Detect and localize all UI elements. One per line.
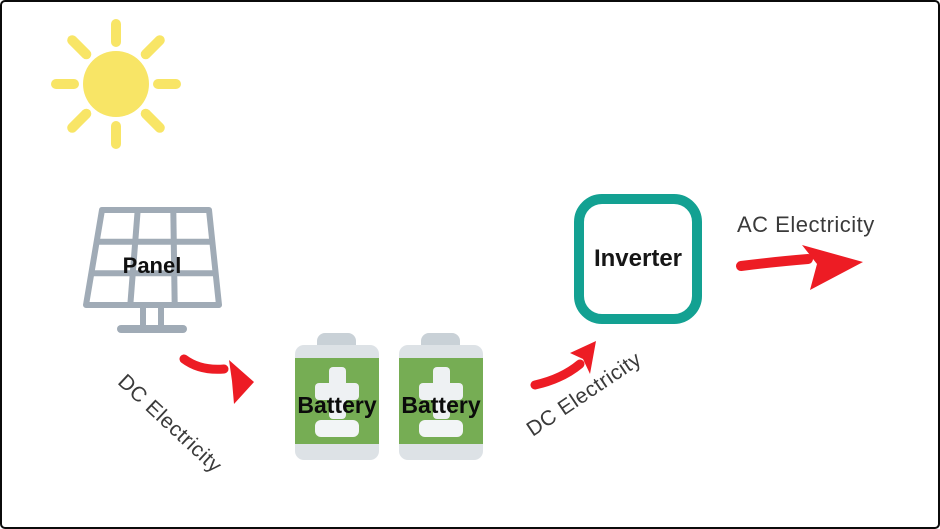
- ac-arrow-icon: [736, 245, 863, 290]
- plus-icon: [399, 333, 483, 460]
- plus-bar-horizontal: [315, 383, 359, 400]
- solar-panel-icon: [83, 207, 222, 333]
- plus-icon: [295, 333, 379, 460]
- dc-arrow-1-icon: [179, 354, 254, 404]
- sun-icon: [51, 19, 181, 149]
- battery-label: Battery: [401, 392, 481, 418]
- flow-label-ac: AC Electricity: [737, 212, 875, 237]
- plus-bar-horizontal: [419, 383, 463, 400]
- inverter-box: Inverter: [574, 194, 702, 324]
- panel-label: Panel: [122, 253, 182, 278]
- battery-icon-1: Battery: [295, 333, 379, 460]
- battery-label: Battery: [297, 392, 377, 418]
- minus-icon: [315, 420, 359, 437]
- inverter-label: Inverter: [593, 245, 683, 272]
- dc-arrow-2-icon: [530, 341, 596, 390]
- battery-icon-2: Battery: [399, 333, 483, 460]
- minus-icon: [419, 420, 463, 437]
